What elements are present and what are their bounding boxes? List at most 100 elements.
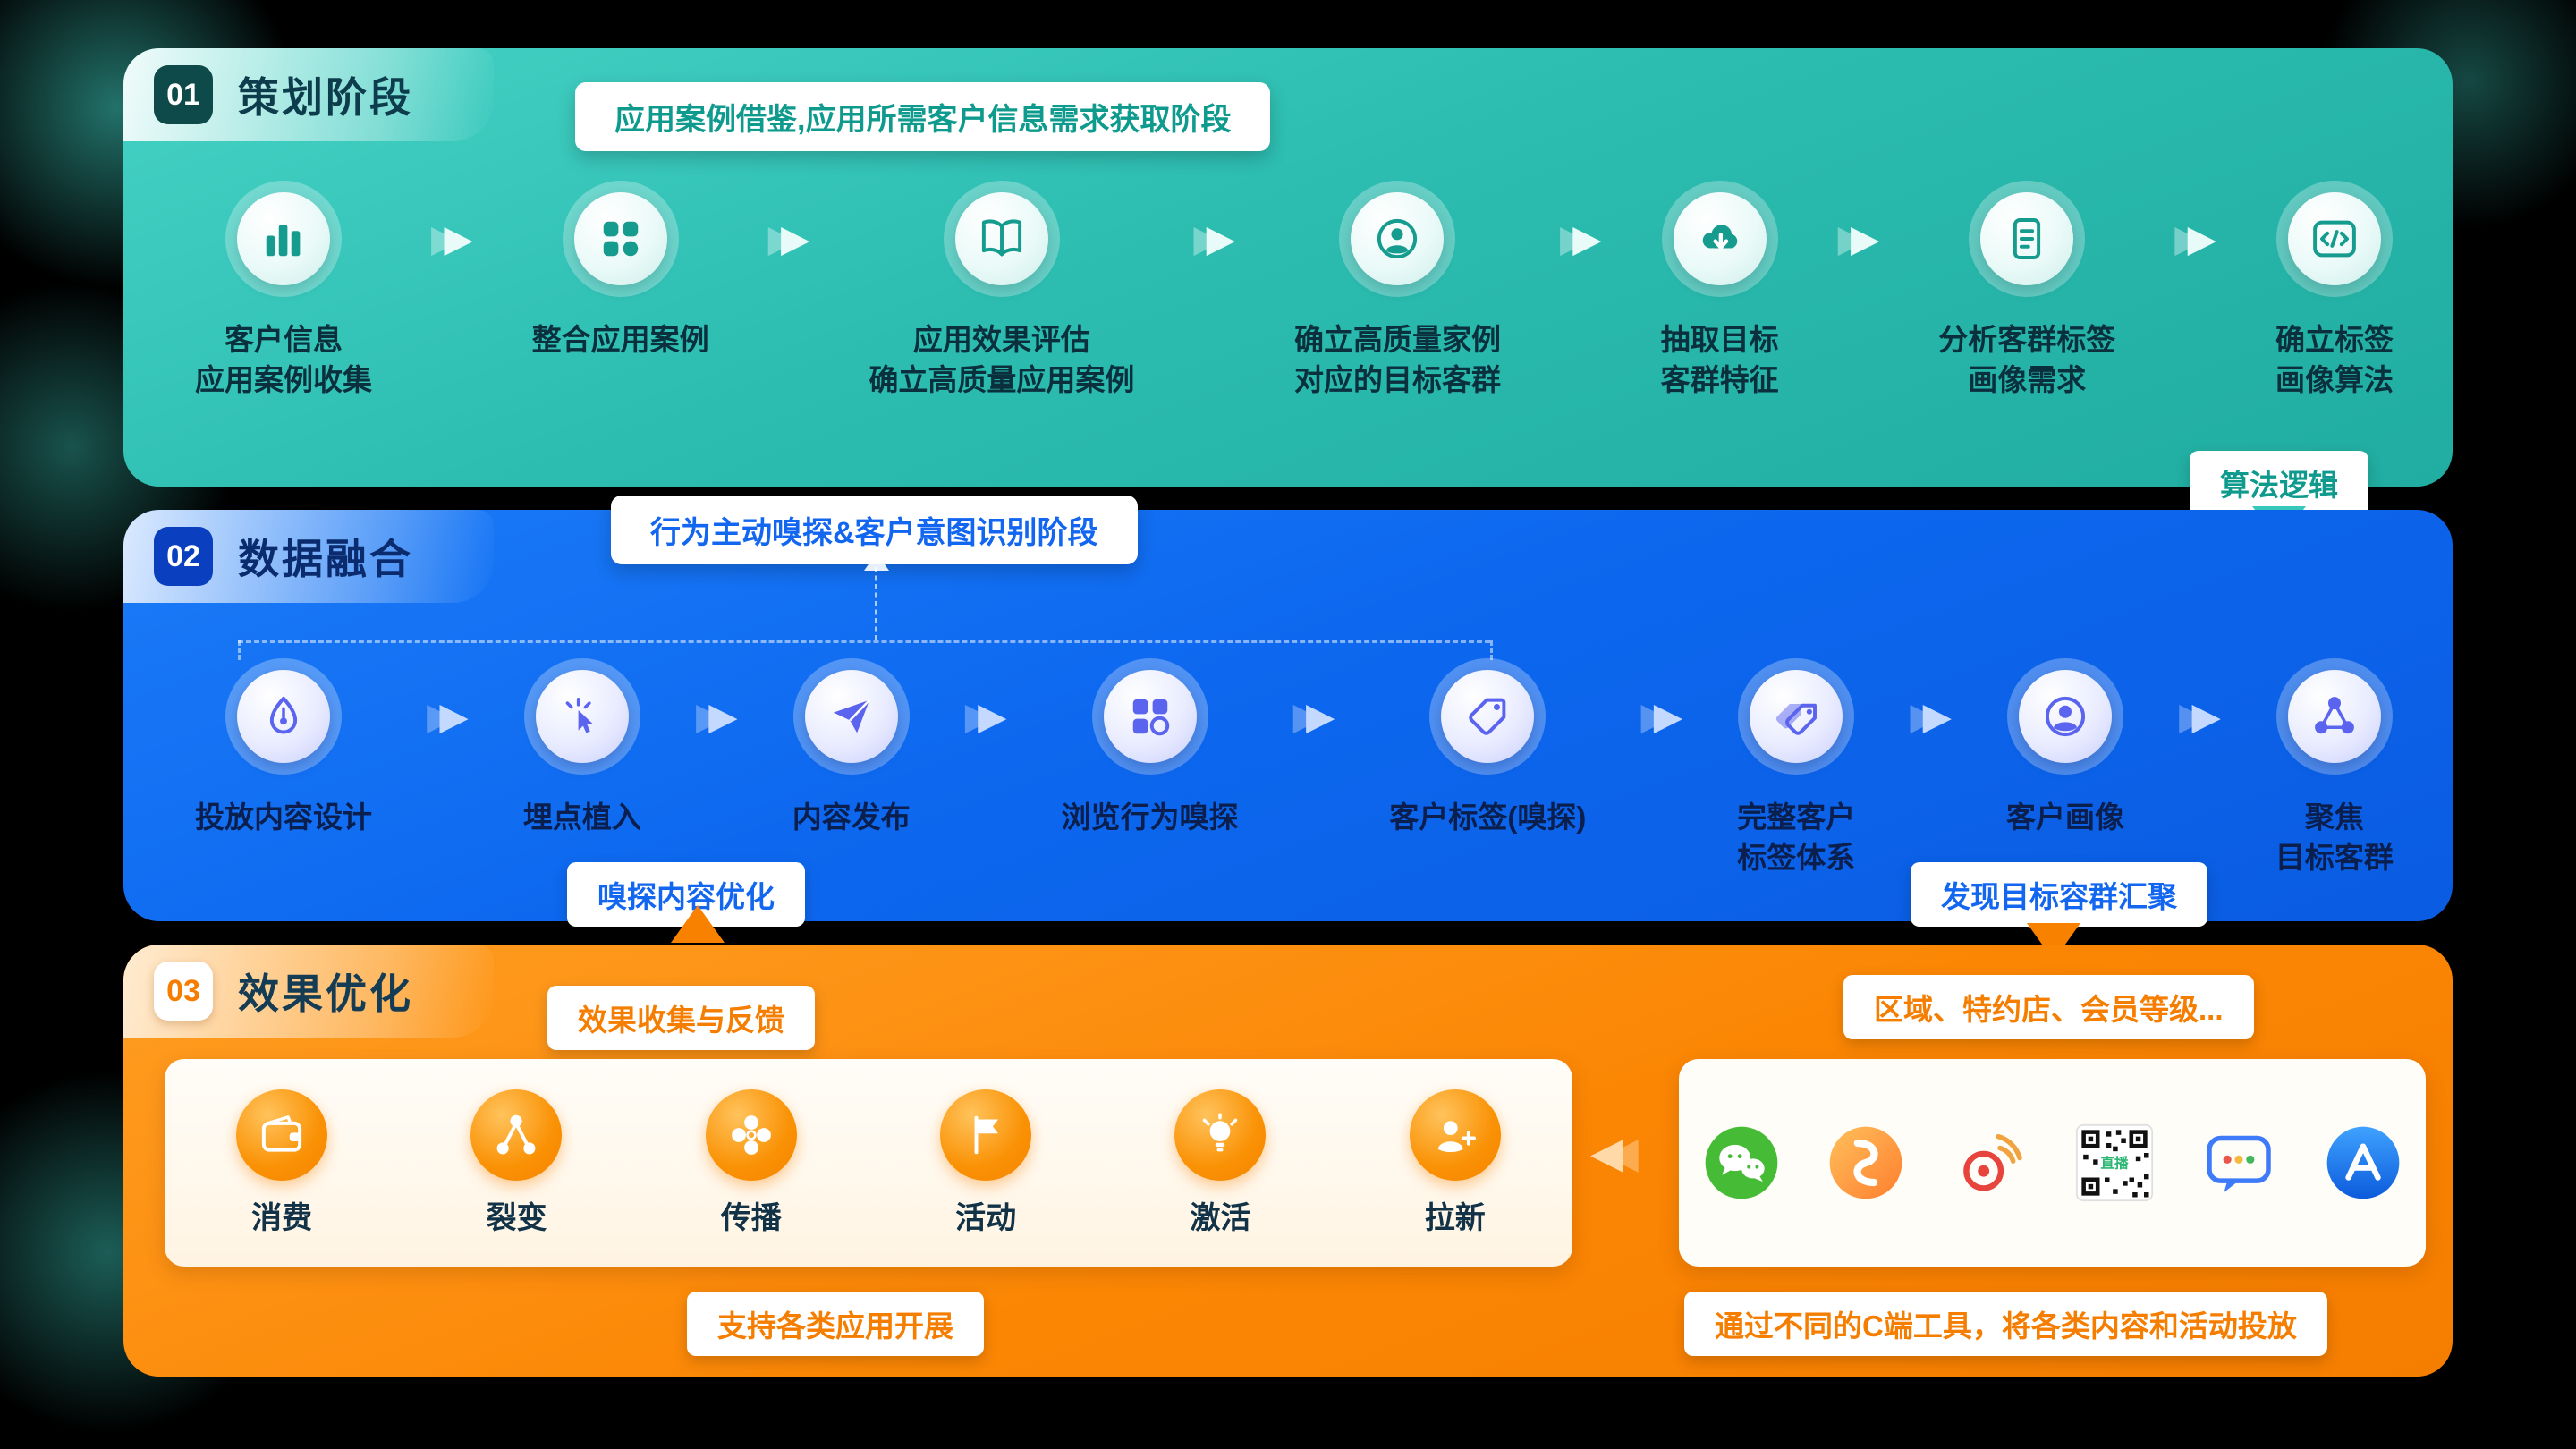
step-label: 分析客群标签 画像需求: [1938, 323, 2116, 396]
wechat-icon: [1699, 1120, 1784, 1206]
arrow-left-icon: ◀◀: [1590, 1130, 1639, 1177]
wallet-icon: [236, 1089, 328, 1181]
spread-icon: [705, 1089, 797, 1181]
stage2-number-chip: 02: [154, 527, 213, 586]
app-spread: 传播: [705, 1089, 797, 1237]
stage3-header: 03 效果优化: [123, 945, 494, 1038]
region-level-badge: 区域、特约店、会员等级...: [1843, 975, 2254, 1039]
weibo-icon: [1947, 1120, 2033, 1206]
step-content-publish: 内容发布: [792, 658, 911, 838]
step-extract-features: 抽取目标 客群特征: [1661, 181, 1779, 400]
dashed-connector: [1490, 640, 1493, 660]
flow-arrow-icon: ▶▶: [695, 695, 738, 737]
effect-feedback-badge: 效果收集与反馈: [547, 986, 815, 1050]
network-icon: [2275, 658, 2393, 775]
document-icon: [1969, 181, 2086, 297]
dashed-connector: [238, 640, 1490, 643]
app-fission: 裂变: [470, 1089, 563, 1237]
discover-target-group-badge: 发现目标容群汇聚: [1911, 862, 2207, 927]
flow-arrow-icon: ▶▶: [1559, 217, 1602, 259]
paper-plane-icon: [792, 658, 910, 775]
dashed-connector: [875, 567, 877, 640]
flow-arrow-icon: ▶▶: [427, 695, 469, 737]
step-target-customer-group: 确立高质量家例 对应的目标客群: [1294, 181, 1501, 400]
stage2-title: 数据融合: [238, 536, 413, 582]
stage1-band: 01 策划阶段 应用案例借鉴,应用所需客户信息需求获取阶段 客户信息 应用案例收…: [123, 48, 2453, 487]
step-label: 聚焦 目标客群: [2275, 801, 2394, 874]
support-apps-badge: 支持各类应用开展: [687, 1292, 984, 1356]
fission-icon: [470, 1089, 563, 1181]
flow-arrow-icon: ▶▶: [1837, 217, 1880, 259]
sniff-content-optimize-badge: 嗅探内容优化: [567, 862, 805, 927]
channels-card: 直播: [1679, 1059, 2426, 1267]
step-label: 客户信息 应用案例收集: [195, 323, 372, 396]
app-activate: 激活: [1174, 1089, 1267, 1237]
stage3-number-chip: 03: [154, 962, 213, 1021]
stage2-band: 02 数据融合 行为主动嗅探&客户意图识别阶段 投放内容设计 ▶▶ 埋点植入: [123, 496, 2453, 927]
stage2-header: 02 数据融合: [123, 510, 494, 603]
stage1-title: 策划阶段: [238, 74, 413, 121]
stage3-title: 效果优化: [238, 970, 413, 1017]
app-activity: 活动: [940, 1089, 1032, 1237]
app-consume: 消费: [236, 1089, 328, 1237]
flow-arrow-icon: ▶▶: [767, 217, 810, 259]
appstore-icon: [2320, 1120, 2406, 1206]
step-label: 抽取目标 客群特征: [1660, 323, 1779, 396]
chat-bubble-icon: [2196, 1120, 2282, 1206]
step-label: 客户标签(嗅探): [1389, 801, 1587, 834]
flow-arrow-icon: ▶▶: [1292, 695, 1335, 737]
step-label: 浏览行为嗅探: [1061, 801, 1239, 834]
stage3-band: 03 效果优化 效果收集与反馈 区域、特约店、会员等级... 消费 裂变: [123, 945, 2453, 1377]
step-tracking-embed: 埋点植入: [523, 658, 641, 838]
person-circle-icon: [1339, 181, 1456, 297]
stage2-steps: 投放内容设计 ▶▶ 埋点植入 ▶▶ 内容发布 ▶▶: [195, 658, 2394, 877]
app-label: 消费: [251, 1200, 313, 1235]
app-label: 拉新: [1424, 1200, 1486, 1235]
flow-arrow-icon: ▶▶: [1193, 217, 1235, 259]
arrow-up-icon: [671, 905, 724, 943]
step-label: 内容发布: [792, 801, 911, 834]
tags-icon: [1738, 658, 1855, 775]
application-card: 消费 裂变 传播 活动: [165, 1059, 1572, 1267]
open-book-icon: [943, 181, 1060, 297]
wechat-channels-icon: [1823, 1120, 1909, 1206]
user-plus-icon: [1409, 1089, 1501, 1181]
app-acquire: 拉新: [1409, 1089, 1501, 1237]
browse-grid-icon: [1091, 658, 1208, 775]
bar-chart-icon: [225, 181, 342, 297]
step-integrate-cases: 整合应用案例: [532, 181, 709, 360]
stage1-header: 01 策划阶段: [123, 48, 494, 141]
step-analyze-tag-needs: 分析客群标签 画像需求: [1938, 181, 2115, 400]
tap-icon: [523, 658, 640, 775]
flow-arrow-icon: ▶▶: [1910, 695, 1952, 737]
stage1-number-chip: 01: [154, 65, 213, 124]
flow-arrow-icon: ▶▶: [1640, 695, 1683, 737]
step-label: 客户画像: [2006, 801, 2125, 834]
step-browse-sniffing: 浏览行为嗅探: [1062, 658, 1239, 838]
step-customer-tag-sniff: 客户标签(嗅探): [1389, 658, 1586, 838]
step-label: 整合应用案例: [531, 323, 709, 356]
step-label: 完整客户 标签体系: [1737, 801, 1856, 874]
activity-flag-icon: [940, 1089, 1032, 1181]
step-label: 应用效果评估 确立高质量应用案例: [869, 323, 1135, 396]
step-label: 投放内容设计: [195, 801, 372, 834]
algorithm-logic-badge: 算法逻辑: [2190, 451, 2368, 515]
flow-arrow-icon: ▶▶: [964, 695, 1007, 737]
app-label: 裂变: [486, 1200, 547, 1235]
step-label: 确立标签 画像算法: [2275, 323, 2394, 396]
step-content-design: 投放内容设计: [195, 658, 372, 838]
step-effect-evaluation: 应用效果评估 确立高质量应用案例: [869, 181, 1134, 400]
step-focus-target-group: 聚焦 目标客群: [2275, 658, 2394, 877]
profile-icon: [2007, 658, 2124, 775]
flow-arrow-icon: ▶▶: [2174, 217, 2216, 259]
step-tag-algorithm: 确立标签 画像算法: [2275, 181, 2394, 400]
grid-icon: [562, 181, 679, 297]
step-label: 埋点植入: [522, 801, 641, 834]
app-label: 传播: [720, 1200, 782, 1235]
step-customer-profile: 客户画像: [2006, 658, 2124, 838]
app-label: 激活: [1190, 1200, 1251, 1235]
live-qr-icon: 直播: [2072, 1120, 2157, 1206]
pen-icon: [225, 658, 342, 775]
flow-arrow-icon: ▶▶: [2179, 695, 2221, 737]
